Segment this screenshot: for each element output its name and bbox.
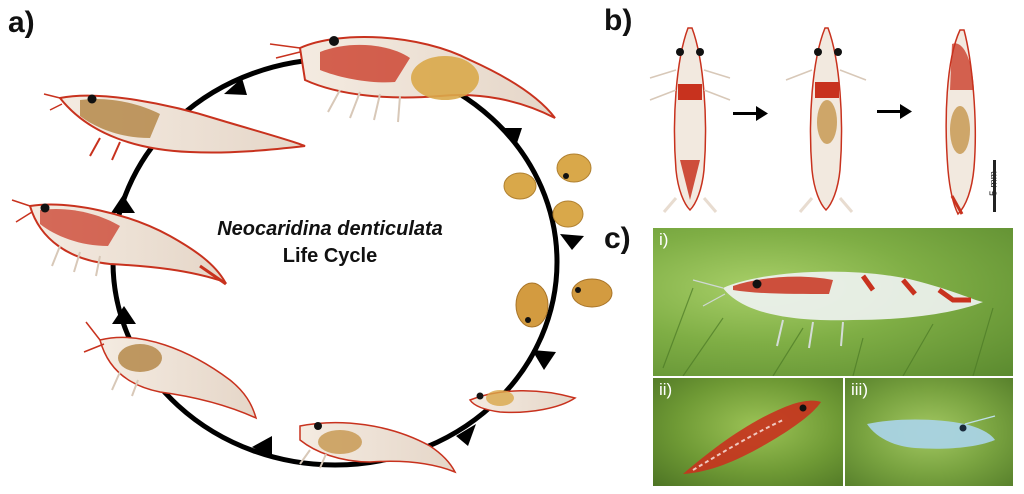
panel-b-arrow-1 [756, 106, 768, 121]
scale-bar [993, 160, 996, 212]
panel-label-c: c) [604, 222, 631, 255]
arrowhead-top-left [224, 78, 247, 95]
panel-label-b: b) [604, 4, 633, 37]
panel-b-shrimp-1 [649, 27, 731, 213]
panel-b-arrow-2 [900, 104, 912, 119]
arrowhead-top-right [500, 128, 522, 146]
photo-label-iii: iii) [851, 380, 868, 399]
photo-c2-illustration [683, 400, 821, 474]
panel-b-arrows [733, 104, 912, 121]
arrowhead-bottom-right [456, 424, 476, 446]
arrowhead-right-1 [560, 234, 584, 250]
species-name: Neocaridina denticulata [217, 218, 443, 240]
stage-berried-female [269, 35, 556, 123]
stage-subadult-lower-left [83, 321, 258, 420]
panel-b-shrimp-2 [785, 27, 867, 213]
arrowhead-left-2 [111, 195, 135, 213]
stage-adult-top-left [43, 93, 306, 161]
photo-c3-illustration [867, 415, 996, 449]
stage-hatchling [468, 389, 577, 414]
panel-label-a: a) [8, 6, 35, 39]
cycle-title: Neocaridina denticulata Life Cycle [190, 216, 470, 270]
photo-label-i: i) [659, 230, 669, 249]
photo-blue-shrimp: iii) [845, 378, 1013, 486]
arrowhead-bottom [252, 436, 272, 458]
arrowhead-left-1 [112, 306, 136, 324]
panel-b-illustration [649, 27, 976, 216]
cycle-arrowheads [111, 78, 584, 458]
stage-juvenile-bottom [299, 421, 457, 474]
scale-bar-label: 5 mm [988, 171, 1000, 196]
photo-red-cherry-shrimp: i) [653, 228, 1013, 376]
panel-b-shrimp-3 [945, 29, 976, 216]
photo-c1-illustration [662, 271, 994, 376]
stage-eggs [503, 153, 613, 328]
photo-red-shrimp-on-moss: ii) [653, 378, 843, 486]
stage-adult-left [11, 199, 228, 286]
cycle-subtitle: Life Cycle [282, 245, 378, 267]
arrowhead-right-2 [532, 350, 556, 370]
photo-label-ii: ii) [659, 380, 673, 399]
